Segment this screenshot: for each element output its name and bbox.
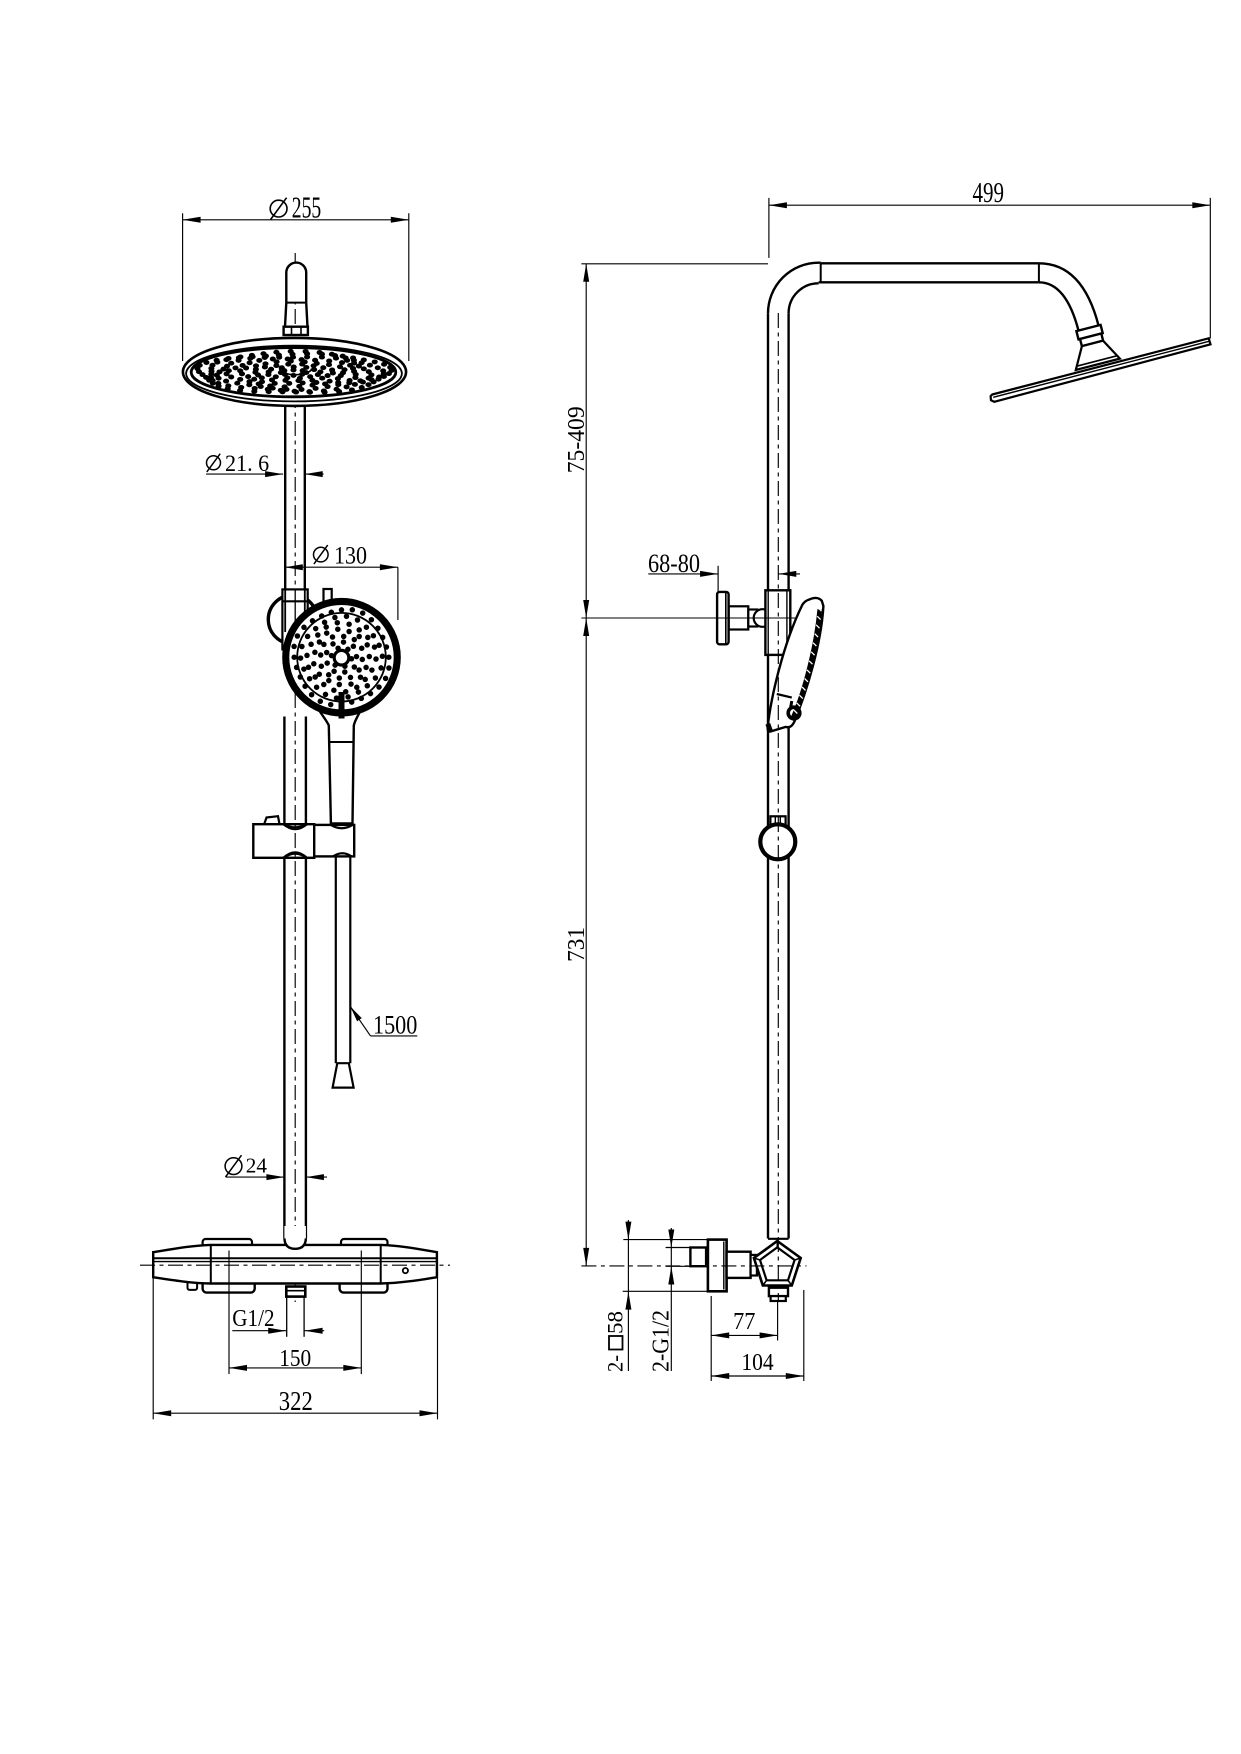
svg-text:58: 58 [603, 1311, 628, 1334]
svg-text:499: 499 [973, 178, 1005, 209]
svg-text:322: 322 [279, 1386, 313, 1416]
svg-text:G1/2: G1/2 [232, 1305, 274, 1332]
svg-text:24: 24 [246, 1156, 268, 1178]
svg-text:130: 130 [334, 542, 367, 569]
svg-text:104: 104 [741, 1349, 773, 1376]
svg-text:21. 6: 21. 6 [225, 450, 269, 476]
svg-text:255: 255 [292, 191, 321, 225]
svg-text:77: 77 [733, 1308, 755, 1335]
svg-text:75-409: 75-409 [564, 406, 590, 473]
svg-text:1500: 1500 [373, 1009, 417, 1039]
svg-text:2-: 2- [603, 1355, 628, 1372]
svg-text:2-G1/2: 2-G1/2 [648, 1310, 675, 1372]
svg-text:150: 150 [279, 1345, 311, 1372]
svg-text:731: 731 [564, 927, 590, 962]
svg-text:68-80: 68-80 [648, 549, 700, 578]
